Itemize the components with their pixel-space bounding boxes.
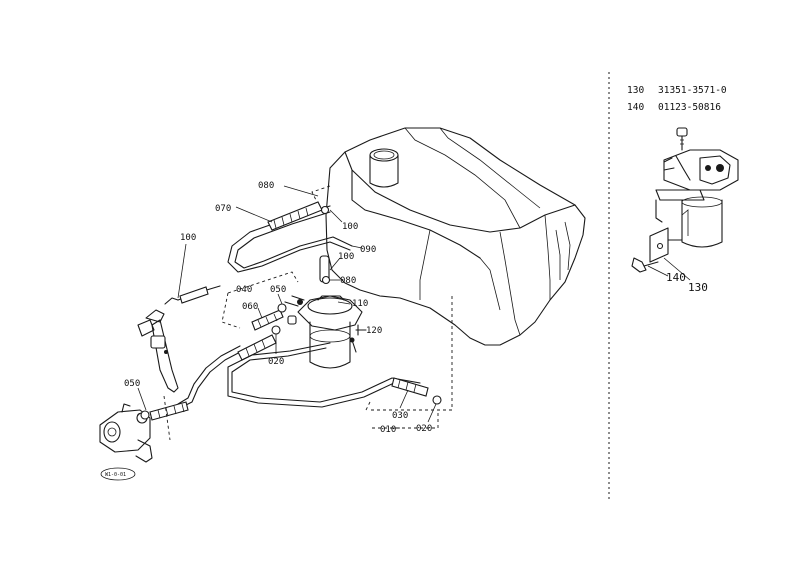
parts-list-row: 130 31351-3571-0: [627, 82, 727, 99]
injector-nozzle: [137, 297, 179, 393]
callout-050-top: 050: [270, 285, 286, 295]
callout-060: 060: [242, 302, 258, 312]
parts-list-part-number: 01123-50816: [658, 102, 721, 113]
callout-100-left: 100: [180, 233, 196, 243]
callout-140-inset: 140: [666, 271, 686, 284]
parts-list-row: 140 01123-50816: [627, 99, 727, 116]
leader-lines: [137, 185, 437, 429]
callout-020-right: 020: [416, 424, 432, 434]
callout-100-mid: 100: [342, 222, 358, 232]
callout-120: 120: [366, 326, 382, 336]
parts-list-ref: 130: [627, 85, 645, 96]
callout-030: 030: [392, 411, 408, 421]
callout-110: 110: [352, 299, 368, 309]
drawing-stamp-text: W1-0-01: [105, 472, 126, 478]
hose-clamps: [140, 205, 442, 420]
callout-040: 040: [236, 285, 252, 295]
callout-070: 070: [215, 204, 231, 214]
parts-list: 130 31351-3571-0 140 01123-50816: [627, 82, 727, 116]
callout-010: 010: [380, 425, 396, 435]
fuel-hoses: [149, 201, 429, 421]
callout-080-mid: 080: [340, 276, 356, 286]
assembly-brackets: [163, 271, 439, 441]
callout-labels: 080 070 100 100 100 090 080 040 050 060 …: [124, 181, 432, 435]
callout-020-left: 020: [268, 357, 284, 367]
fuel-tank: [311, 127, 586, 411]
parts-list-part-number: 31351-3571-0: [658, 85, 727, 96]
parts-list-ref: 140: [627, 102, 645, 113]
callout-080-top: 080: [258, 181, 274, 191]
callout-130-inset: 130: [688, 281, 708, 294]
callout-090: 090: [360, 245, 376, 255]
drawing-stamp: W1-0-01: [100, 467, 136, 481]
fuel-filter: [284, 295, 367, 369]
inset-filter-assembly: 140 130: [631, 127, 739, 294]
callout-050-left: 050: [124, 379, 140, 389]
callout-100-low: 100: [338, 252, 354, 262]
